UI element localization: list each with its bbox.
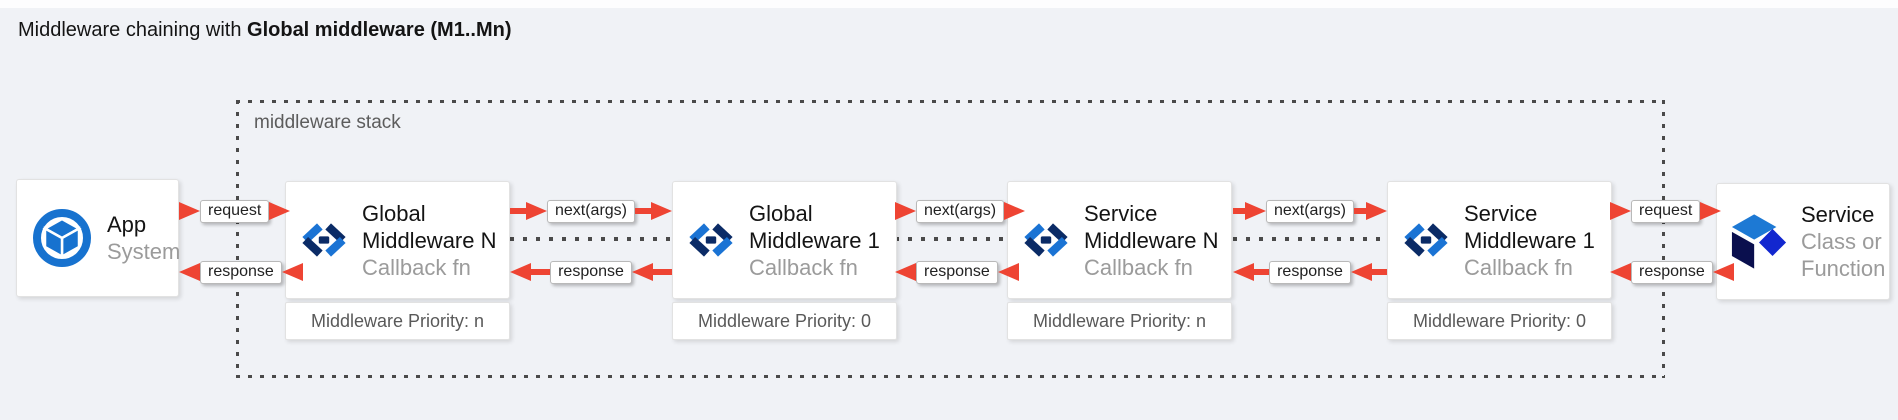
- arrow-left-icon: [997, 263, 1019, 281]
- arrow-right-icon: [1700, 202, 1722, 220]
- title-bold: Global middleware (M1..Mn): [247, 19, 512, 41]
- middleware-priority-badge: Middleware Priority: n: [1007, 302, 1232, 340]
- middleware-name-line1: Global: [749, 200, 813, 226]
- next-args-arrow: next(args): [895, 199, 1026, 223]
- arrow-right-icon: [1244, 202, 1266, 220]
- arrow-shaft: [1354, 208, 1366, 214]
- service-cube-icon: [1731, 214, 1787, 269]
- middleware-priority-badge: Middleware Priority: n: [285, 302, 510, 340]
- middleware-name-line2: Middleware 1: [1464, 227, 1595, 253]
- app-node: App System: [16, 179, 181, 297]
- arrow-left-icon: [1712, 263, 1734, 281]
- arrow-shaft: [1233, 208, 1245, 214]
- service-middleware-1-node: Service Middleware 1 Callback fn: [1387, 181, 1612, 299]
- arrow-left-icon: [281, 263, 303, 281]
- global-middleware-n-node: Global Middleware N Callback fn: [285, 181, 510, 299]
- next-args-label: next(args): [1265, 199, 1355, 223]
- arrow-right-icon: [651, 202, 672, 220]
- dotted-connector: [895, 237, 1007, 241]
- arrow-shaft: [635, 208, 651, 214]
- service-name: Service: [1801, 202, 1875, 227]
- middleware-callback-label: Callback fn: [749, 254, 858, 280]
- app-subtitle: System: [107, 239, 181, 264]
- app-name: App: [107, 212, 147, 237]
- next-args-label: next(args): [916, 199, 1005, 223]
- next-args-arrow: next(args): [510, 199, 672, 223]
- service-middleware-n-node: Service Middleware N Callback fn: [1007, 181, 1232, 299]
- app-cube-in-circle-icon: [33, 209, 91, 267]
- middleware-name-line1: Service: [1464, 200, 1538, 226]
- next-args-arrow: next(args): [1233, 199, 1387, 223]
- arrow-shaft: [652, 269, 673, 275]
- middleware-callback-label: Callback fn: [1464, 254, 1573, 280]
- middleware-name-line2: Middleware 1: [749, 227, 880, 253]
- middleware-name-line1: Service: [1084, 200, 1158, 226]
- arrow-left-icon: [1610, 263, 1631, 281]
- dotted-connector: [510, 237, 672, 241]
- code-chevrons-icon: [1024, 223, 1068, 257]
- arrow-shaft: [1254, 269, 1270, 275]
- middleware-priority-badge: Middleware Priority: 0: [672, 302, 897, 340]
- arrow-right-icon: [179, 202, 200, 220]
- response-arrow-mw-to-app: response: [179, 260, 303, 284]
- response-arrow-service-to-mw: response: [1610, 260, 1734, 284]
- response-label: response: [1269, 260, 1351, 284]
- middleware-stack-label: middleware stack: [254, 112, 401, 133]
- arrow-left-icon: [510, 263, 531, 281]
- arrow-left-icon: [179, 263, 200, 281]
- arrow-right-icon: [1366, 202, 1387, 220]
- middleware-name-line2: Middleware N: [362, 227, 497, 253]
- middleware-callback-label: Callback fn: [362, 254, 471, 280]
- title-prefix: Middleware chaining with: [18, 19, 248, 41]
- arrow-right-icon: [525, 202, 547, 220]
- arrow-left-icon: [1350, 263, 1372, 281]
- dotted-connector: [1233, 237, 1387, 241]
- top-strip: [0, 0, 1898, 8]
- service-subtitle-line2: Function: [1801, 256, 1886, 281]
- service-node: Service Class or Function: [1716, 183, 1890, 300]
- response-label: response: [200, 260, 282, 284]
- arrow-right-icon: [1610, 202, 1631, 220]
- arrow-shaft: [1371, 269, 1388, 275]
- arrow-left-icon: [1233, 263, 1254, 281]
- middleware-priority-badge: Middleware Priority: 0: [1387, 302, 1612, 340]
- arrow-right-icon: [895, 202, 916, 220]
- next-args-label: next(args): [546, 199, 636, 223]
- middleware-callback-label: Callback fn: [1084, 254, 1193, 280]
- response-arrow: response: [510, 260, 673, 284]
- code-chevrons-icon: [1404, 223, 1448, 257]
- response-label: response: [550, 260, 632, 284]
- arrow-right-icon: [269, 202, 291, 220]
- response-label: response: [1631, 260, 1713, 284]
- arrow-left-icon: [895, 263, 916, 281]
- arrow-left-icon: [631, 263, 653, 281]
- service-subtitle-line1: Class or: [1801, 229, 1882, 254]
- arrow-shaft: [510, 208, 526, 214]
- code-chevrons-icon: [689, 223, 733, 257]
- middleware-name-line1: Global: [362, 200, 426, 226]
- diagram-title: Middleware chaining with Global middlewa…: [18, 19, 512, 42]
- request-label: request: [200, 199, 270, 223]
- request-label: request: [1631, 199, 1701, 223]
- response-label: response: [916, 260, 998, 284]
- global-middleware-1-node: Global Middleware 1 Callback fn: [672, 181, 897, 299]
- middleware-name-line2: Middleware N: [1084, 227, 1219, 253]
- arrow-right-icon: [1004, 202, 1026, 220]
- code-chevrons-icon: [302, 223, 346, 257]
- request-arrow-mw-to-service: request: [1610, 199, 1722, 223]
- request-arrow-app-to-mw: request: [179, 199, 291, 223]
- arrow-shaft: [531, 269, 551, 275]
- response-arrow: response: [895, 260, 1019, 284]
- response-arrow: response: [1233, 260, 1388, 284]
